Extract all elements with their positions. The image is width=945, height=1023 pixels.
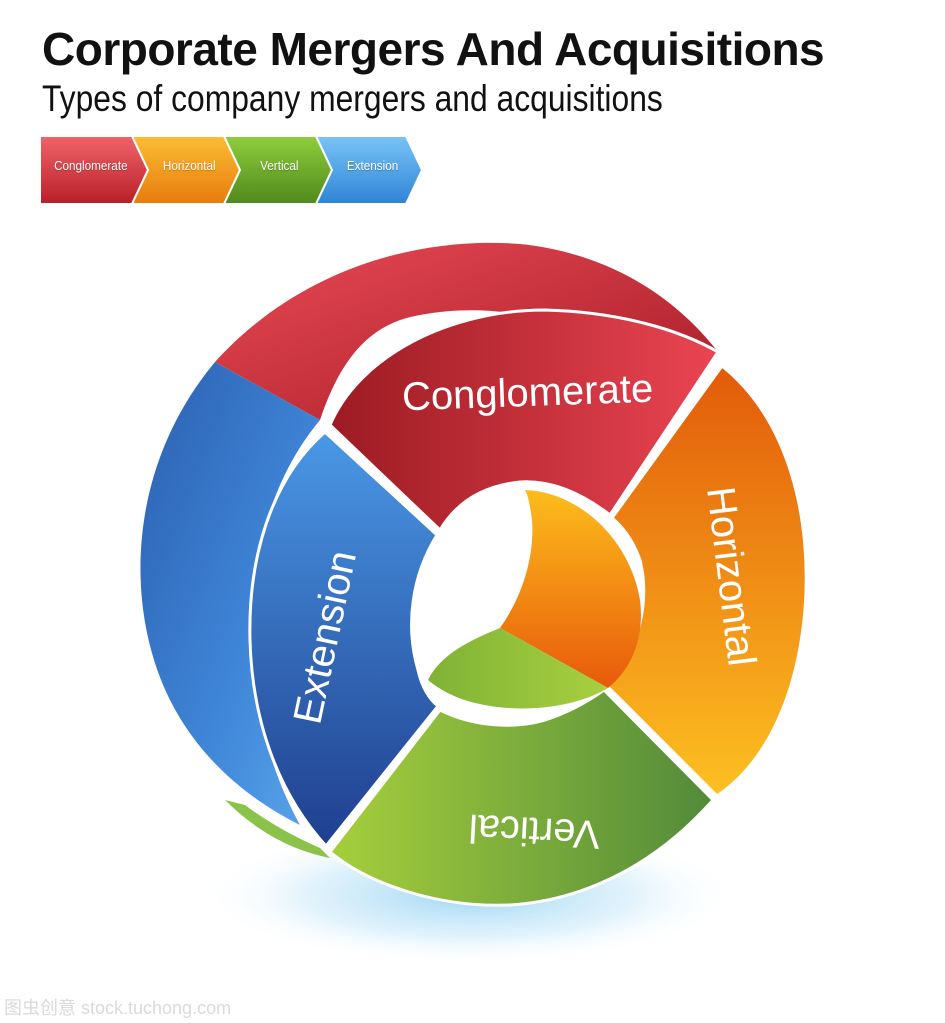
legend-arrows	[40, 135, 424, 205]
segment-horizontal	[604, 363, 808, 798]
page-subtitle: Types of company mergers and acquisition…	[42, 78, 663, 119]
segment-label-vertical: Vertical	[468, 806, 601, 857]
page-title: Corporate Mergers And Acquisitions	[42, 23, 825, 75]
segment-extension	[248, 429, 441, 849]
legend-label-extension: Extension	[346, 158, 399, 173]
legend-label-vertical: Vertical	[260, 158, 299, 173]
watermark: 图虫创意 stock.tuchong.com	[4, 998, 232, 1018]
segment-conglomerate	[328, 308, 721, 533]
ring-side-red	[215, 242, 718, 420]
segment-vertical	[327, 688, 716, 907]
segment-label-conglomerate: Conglomerate	[401, 367, 654, 420]
ring-side-bottom-green	[225, 800, 330, 858]
legend: Conglomerate Horizontal Vertical Extensi…	[40, 134, 430, 208]
hole-inner-orange	[500, 490, 641, 688]
legend-label-horizontal: Horizontal	[162, 158, 216, 173]
legend-label-conglomerate: Conglomerate	[54, 158, 128, 173]
ring-side-blue	[140, 362, 320, 825]
hole-inner-green	[428, 628, 608, 709]
legend-arrow-extension	[314, 135, 424, 205]
